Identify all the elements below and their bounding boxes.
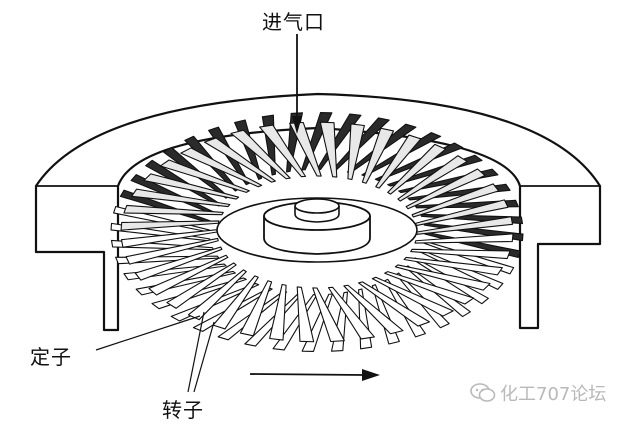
stator-leader-line	[95, 315, 201, 351]
inlet-label: 进气口	[262, 10, 325, 34]
watermark: 化工707论坛	[470, 380, 606, 406]
rotor-blade	[361, 127, 395, 184]
rotor-blade	[125, 237, 219, 265]
rotor-blade	[387, 143, 447, 195]
rotation-arrowhead	[362, 369, 380, 381]
stator-label: 定子	[30, 345, 72, 369]
rotor-blade	[159, 159, 250, 193]
rotor-blade	[343, 284, 404, 335]
rotor-blade	[375, 134, 422, 189]
rotor-blade	[296, 286, 315, 343]
rotor-blade	[312, 287, 345, 343]
rotor-blade-ring	[120, 121, 514, 343]
rotor-blade	[187, 269, 247, 321]
rotor-leader-line	[187, 311, 205, 393]
rotor-blade	[166, 262, 237, 309]
rotor-blade	[269, 283, 287, 341]
rotor-blade	[410, 248, 511, 260]
rotor-blade	[180, 147, 263, 188]
rotor-blade	[239, 280, 273, 337]
rotor-blade	[319, 121, 338, 178]
rotor-leader-line	[193, 321, 215, 393]
rotor-blade	[203, 137, 276, 183]
rotor-blade	[143, 173, 240, 200]
rotor-blade	[134, 246, 223, 281]
rotor-label: 转子	[162, 398, 204, 422]
rotor-blade	[411, 183, 500, 218]
inlet-arrowhead	[292, 116, 302, 134]
rotor-blade	[405, 168, 486, 210]
rotor-blade	[394, 264, 491, 291]
rotor-blade	[327, 286, 375, 340]
rotor-blade	[403, 256, 503, 276]
wechat-icon	[470, 383, 496, 402]
rotation-arrow	[249, 373, 365, 376]
rotor-blade	[414, 233, 514, 244]
housing-outline	[34, 92, 602, 332]
rotor-blade	[289, 121, 322, 177]
hub-cap	[294, 198, 340, 214]
rotor-blade	[358, 281, 431, 327]
rotor-blade	[230, 129, 291, 180]
rotor-blade	[371, 276, 454, 317]
rotor-blade	[131, 188, 231, 208]
watermark-text: 化工707论坛	[500, 384, 607, 405]
rotor-blade	[123, 204, 224, 216]
rotor-blade	[148, 254, 229, 296]
rotor-blade	[347, 123, 365, 181]
rotor-blade	[397, 155, 468, 202]
rotor-blade	[259, 124, 307, 178]
rotor-blade	[120, 220, 220, 231]
rotor-blade	[384, 271, 475, 305]
